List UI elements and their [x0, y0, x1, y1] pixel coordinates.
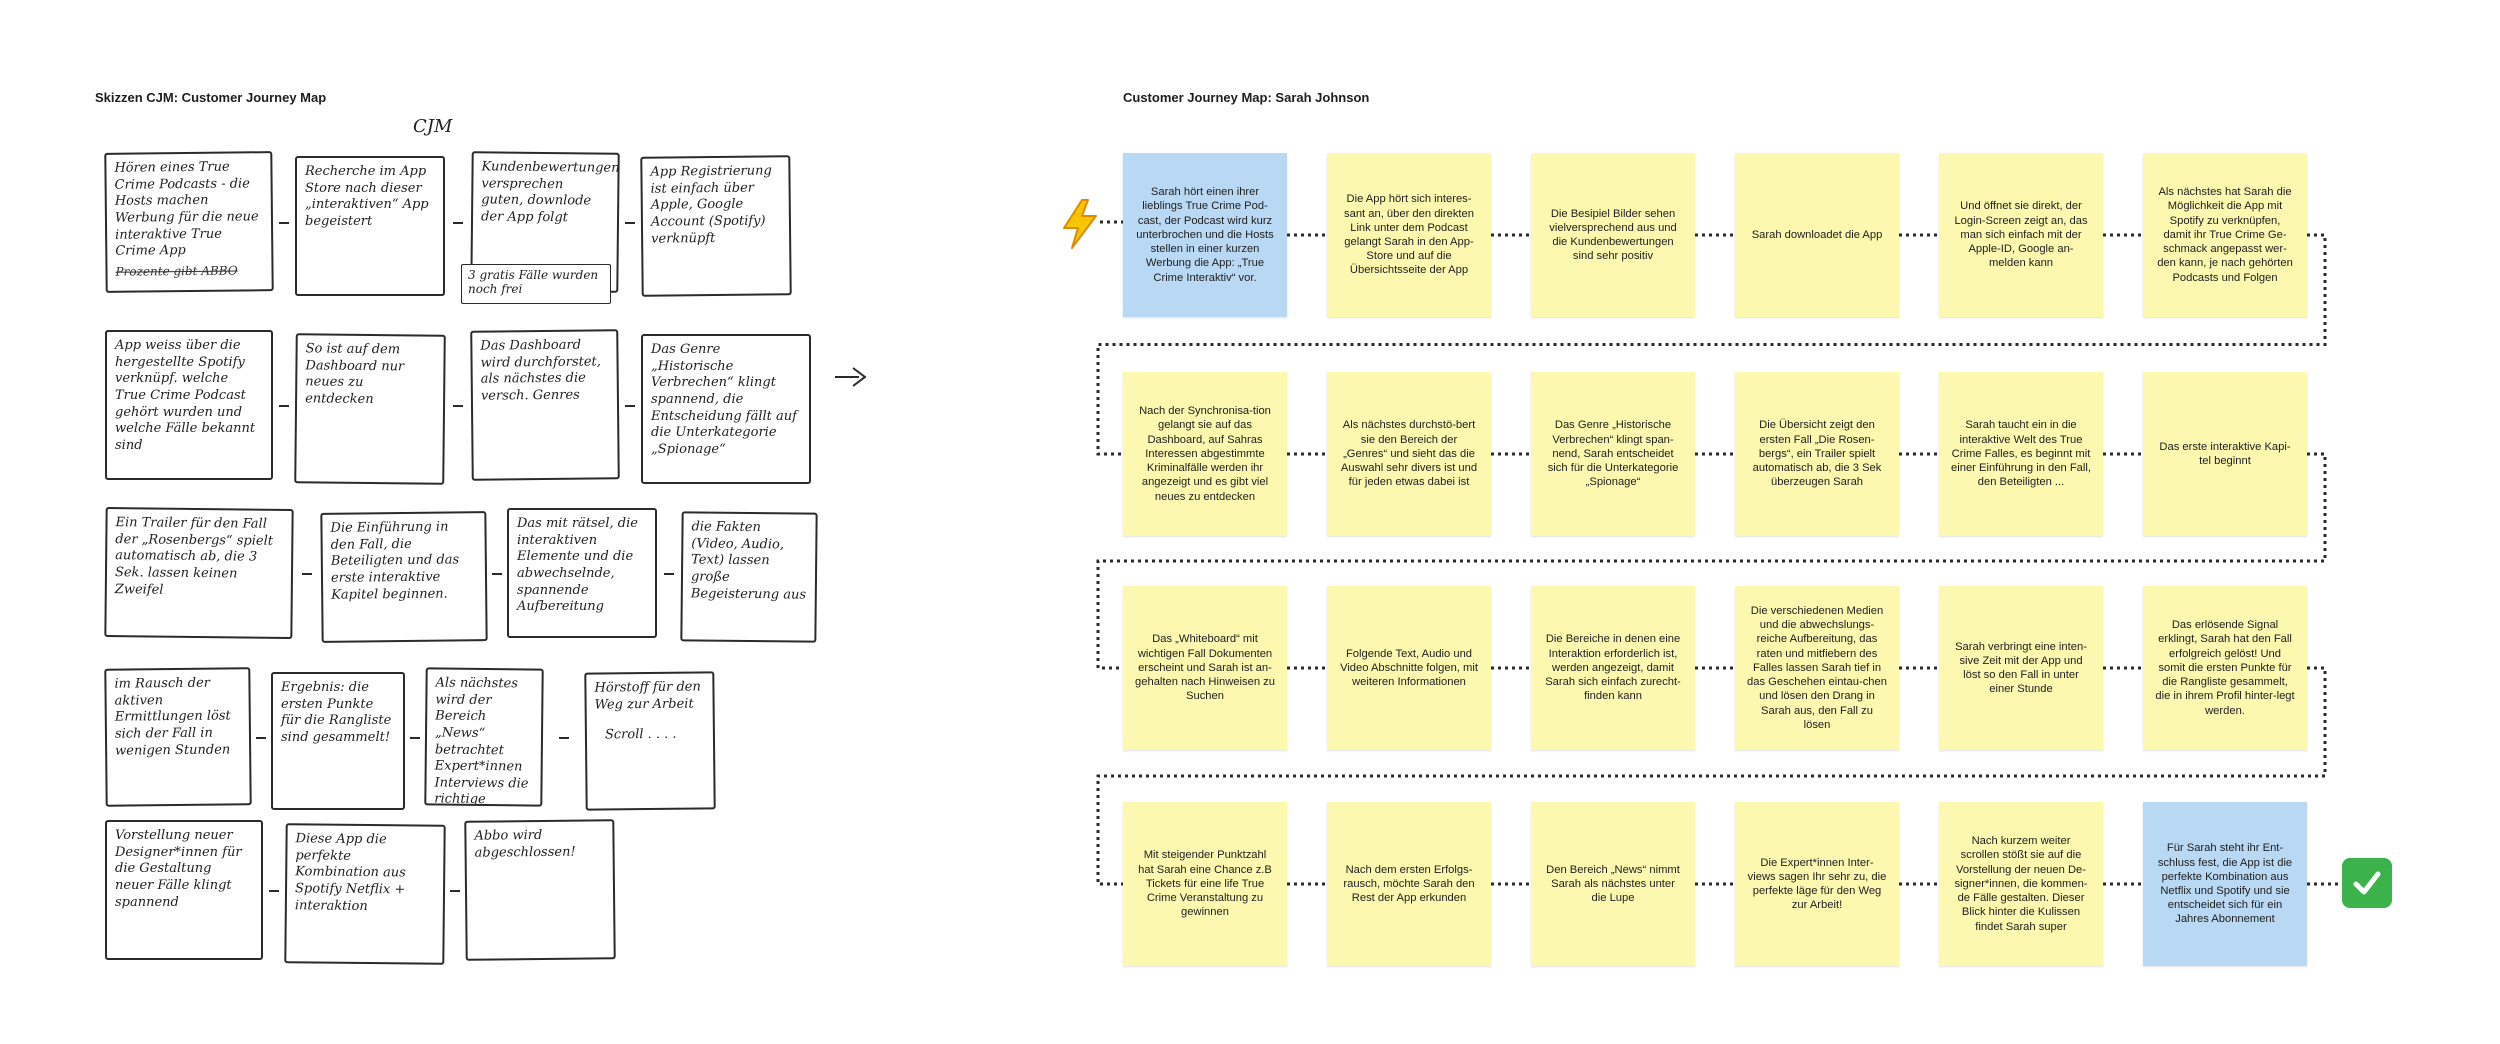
sketch-box: Recherche im App Store nach dieser „inte… — [295, 156, 445, 296]
lightning-icon — [1063, 199, 1097, 249]
sketch-dash — [302, 573, 312, 575]
journey-sticky-note: Sarah taucht ein in die interaktive Welt… — [1939, 372, 2103, 536]
sketch-box: App weiss über die hergestellte Spotify … — [105, 330, 273, 480]
journey-sticky-note: Nach kurzem weiter scrollen stößt sie au… — [1939, 802, 2103, 966]
journey-sticky-note: Nach dem ersten Erfolgs-rausch, möchte S… — [1327, 802, 1491, 966]
journey-sticky-note: Sarah verbringt eine inten-sive Zeit mit… — [1939, 586, 2103, 750]
journey-sticky-note: Mit steigender Punktzahl hat Sarah eine … — [1123, 802, 1287, 966]
sketch-dash — [279, 222, 289, 224]
sketch-header: CJM — [413, 116, 453, 137]
sketch-text: Das Genre „Historische Verbrechen“ kling… — [651, 342, 797, 457]
connector-path — [1096, 233, 2327, 456]
sketch-dash — [453, 222, 463, 224]
journey-sticky-note: Die verschiedenen Medien und die abwechs… — [1735, 586, 1899, 750]
sketch-text: Das mit rätsel, die interaktiven Element… — [517, 516, 638, 615]
sketch-dash — [664, 573, 674, 575]
connector-path — [1096, 452, 2327, 670]
sketch-dash — [559, 737, 569, 739]
sketch-box: Vorstellung neuer Designer*innen für die… — [105, 820, 263, 960]
sketch-arrow-icon — [835, 367, 867, 387]
journey-sticky-note: Und öffnet sie direkt, der Login-Screen … — [1939, 153, 2103, 317]
journey-sticky-note: Die Übersicht zeigt den ersten Fall „Die… — [1735, 372, 1899, 536]
journey-sticky-note: Das Genre „Historische Verbrechen“ kling… — [1531, 372, 1695, 536]
journey-sticky-note: Das erlösende Signal erklingt, Sarah hat… — [2143, 586, 2307, 750]
sketch-dash — [625, 222, 635, 224]
sketch-dash — [410, 737, 420, 739]
journey-sticky-note: Das erste interaktive Kapi-tel beginnt — [2143, 372, 2307, 536]
check-mark-icon — [2342, 858, 2392, 908]
journey-sticky-note: Folgende Text, Audio und Video Abschnitt… — [1327, 586, 1491, 750]
sketch-dash — [279, 405, 289, 407]
journey-sticky-note: Die Expert*innen Inter-views sagen Ihr s… — [1735, 802, 1899, 966]
sketch-subnote: 3 gratis Fälle wurden noch frei — [461, 264, 611, 304]
journey-sticky-note: Das „Whiteboard“ mit wichtigen Fall Doku… — [1123, 586, 1287, 750]
sketch-text: App weiss über die hergestellte Spotify … — [115, 338, 256, 453]
journey-sticky-note: Sarah downloadet die App — [1735, 153, 1899, 317]
sketch-text: Vorstellung neuer Designer*innen für die… — [115, 828, 242, 910]
sketch-text: Recherche im App Store nach dieser „inte… — [305, 164, 429, 229]
sketch-dash — [256, 737, 266, 739]
sketch-frame-title: Skizzen CJM: Customer Journey Map — [95, 90, 327, 105]
sketch-box: Das mit rätsel, die interaktiven Element… — [507, 508, 657, 638]
sketch-box: Ergebnis: die ersten Punkte für die Rang… — [271, 672, 405, 810]
sketch-dash — [450, 890, 460, 892]
journey-sticky-note: Die Bereiche in denen eine Interaktion e… — [1531, 586, 1695, 750]
sketch-dash — [492, 573, 502, 575]
journey-sticky-note: Nach der Synchronisa-tion gelangt sie au… — [1123, 372, 1287, 536]
sketch-dash — [269, 890, 279, 892]
journey-sticky-note: Als nächstes hat Sarah die Möglichkeit d… — [2143, 153, 2307, 317]
journey-sticky-note: Als nächstes durchstö-bert sie den Berei… — [1327, 372, 1491, 536]
sketch-dash — [625, 405, 635, 407]
sketch-box: Das Genre „Historische Verbrechen“ kling… — [641, 334, 811, 484]
journey-sticky-note: Den Bereich „News“ nimmt Sarah als nächs… — [1531, 802, 1695, 966]
sketch-text: Ergebnis: die ersten Punkte für die Rang… — [281, 680, 392, 745]
journey-sticky-note: Die App hört sich interes-sant an, über … — [1327, 153, 1491, 317]
journey-sticky-note: Sarah hört einen ihrer lieblings True Cr… — [1123, 153, 1287, 317]
journey-frame-title: Customer Journey Map: Sarah Johnson — [1123, 90, 1370, 105]
sketch-dash — [453, 405, 463, 407]
sketch-area: CJM Hören eines True Crime Podcasts - di… — [95, 112, 867, 992]
connector-path — [1096, 666, 2327, 886]
journey-sticky-note: Für Sarah steht ihr Ent-schluss fest, di… — [2143, 802, 2307, 966]
journey-sticky-note: Die Besipiel Bilder sehen vielverspreche… — [1531, 153, 1695, 317]
